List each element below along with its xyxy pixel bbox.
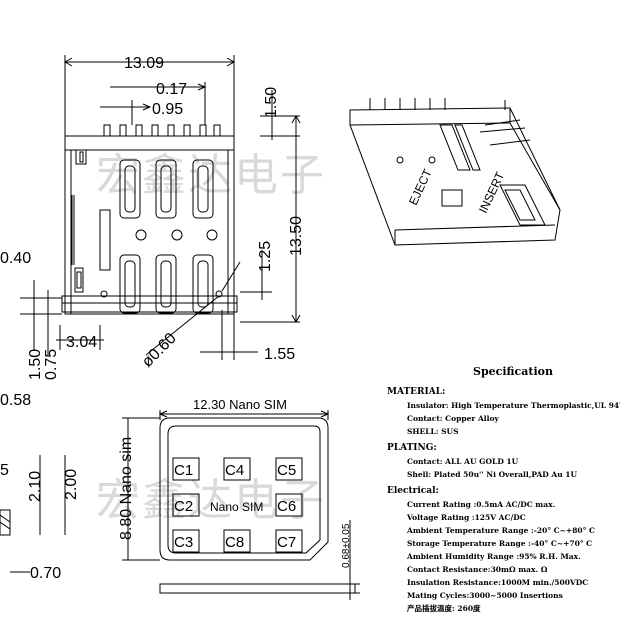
- dim-left-2-00: 2.00: [63, 469, 80, 500]
- card-thickness-label: 0.68±0.05: [341, 523, 352, 568]
- dim-offset-1-25: 1.25: [257, 241, 274, 272]
- dim-right-1-55: 1.55: [264, 346, 295, 363]
- spec-item: Ambient Temperature Range :-20° C~+80° C: [407, 526, 595, 535]
- specification-panel: Specification MATERIAL: Insulator: High …: [387, 365, 620, 619]
- spec-section-heading: MATERIAL:: [387, 387, 446, 397]
- spec-item: Insulator: High Temperature Thermoplasti…: [407, 401, 620, 410]
- spec-section-heading: PLATING:: [387, 443, 437, 453]
- dim-left-0-40: 0.40: [0, 250, 31, 267]
- iso-eject-label: EJECT: [406, 166, 435, 207]
- spec-item: 产品插拔温度: 260度: [407, 604, 481, 613]
- spec-item: SHELL: SUS: [407, 427, 459, 436]
- contact-c4: C4: [225, 462, 244, 479]
- dim-hole-diameter: ø0.60: [139, 330, 180, 371]
- card-center-label: Nano SIM: [210, 500, 263, 514]
- dim-width-overall: 13.09: [124, 55, 164, 72]
- dim-left-1-50: 1.50: [27, 349, 44, 380]
- contact-c1: C1: [174, 462, 193, 479]
- dim-pin-pitch: 0.95: [152, 101, 183, 118]
- isometric-view: [349, 98, 561, 246]
- spec-item: Insulation Resistance:1000M min./500VDC: [407, 578, 589, 587]
- card-height-label: 8.80 Nano sim: [118, 437, 135, 540]
- spec-item: Ambient Humidity Range :95% R.H. Max.: [407, 552, 581, 561]
- spec-title: Specification: [473, 365, 553, 378]
- top-view: [20, 55, 301, 360]
- watermark-top: 宏鑫达电子: [96, 150, 326, 201]
- spec-item: Contact: Copper Alloy: [407, 414, 499, 423]
- dim-left-0-75: 0.75: [43, 349, 60, 380]
- dim-left-0-58: 0.58: [0, 392, 31, 409]
- dim-left-3-04: 3.04: [66, 334, 97, 351]
- dim-left-5: 5: [0, 462, 9, 479]
- dim-left-2-10: 2.10: [27, 471, 44, 502]
- contact-c8: C8: [225, 534, 244, 551]
- contact-c2: C2: [174, 498, 193, 515]
- watermark-bottom: 宏鑫达电子: [96, 475, 326, 526]
- contact-c7: C7: [277, 534, 296, 551]
- contact-c5: C5: [277, 462, 296, 479]
- card-width-label: 12.30 Nano SIM: [193, 397, 287, 412]
- spec-section-heading: Electrical:: [387, 486, 439, 496]
- dim-pin-width: 0.17: [156, 81, 187, 98]
- spec-plating: PLATING: Contact: ALL AU GOLD 1U Shell: …: [387, 442, 619, 481]
- spec-item: Storage Temperature Range :-40° C~+70° C: [407, 539, 593, 548]
- dim-height-overall: 13.50: [288, 216, 305, 256]
- spec-item: Shell: Plated 50u'' Ni Overall,PAD Au 1U: [407, 470, 578, 479]
- spec-item: Mating Cycles:3000~5000 Insertions: [407, 591, 563, 600]
- spec-electrical: Electrical: Current Rating :0.5mA AC/DC …: [387, 485, 619, 615]
- spec-item: Contact Resistance:30mΩ max. Ω: [407, 565, 548, 574]
- dim-left-0-70: 0.70: [30, 565, 61, 582]
- spec-item: Voltage Rating :125V AC/DC: [407, 513, 526, 522]
- spec-item: Contact: ALL AU GOLD 1U: [407, 457, 519, 466]
- dim-pin-height: 1.50: [263, 87, 280, 118]
- iso-insert-label: INSERT: [476, 169, 507, 215]
- spec-item: Current Rating :0.5mA AC/DC max.: [407, 500, 556, 509]
- nano-sim-view: [0, 410, 360, 600]
- contact-c3: C3: [174, 534, 193, 551]
- spec-material: MATERIAL: Insulator: High Temperature Th…: [387, 386, 620, 438]
- contact-c6: C6: [277, 498, 296, 515]
